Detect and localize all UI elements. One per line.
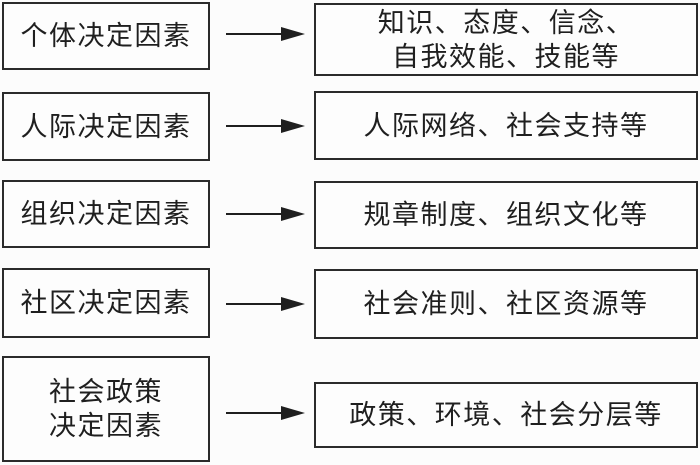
- box-label: 社会准则、社区资源等: [363, 289, 649, 319]
- box-label: 政策、环境、社会分层等: [349, 400, 663, 430]
- right-box-community-factors: 社会准则、社区资源等: [314, 269, 698, 339]
- box-label: 人际网络、社会支持等: [363, 110, 649, 141]
- box-label: 个体决定因素: [20, 21, 192, 51]
- arrow-shaft: [226, 303, 281, 305]
- arrow-head: [281, 406, 305, 420]
- box-label-line: 社会政策: [49, 377, 163, 407]
- arrow-shaft: [226, 412, 281, 414]
- box-label: 组织决定因素: [20, 199, 192, 229]
- right-arrow-icon: [226, 296, 305, 312]
- box-label-line: 知识、态度、信念、: [377, 7, 635, 38]
- right-arrow-icon: [226, 118, 305, 134]
- right-box-individual-factors: 知识、态度、信念、 自我效能、技能等: [314, 3, 698, 76]
- right-box-organizational-factors: 规章制度、组织文化等: [314, 181, 698, 249]
- left-box-individual: 个体决定因素: [2, 2, 210, 70]
- arrow-head: [281, 119, 305, 133]
- left-box-organizational: 组织决定因素: [2, 180, 210, 248]
- box-label: 人际决定因素: [20, 111, 192, 142]
- left-box-social-policy: 社会政策 决定因素: [2, 356, 210, 462]
- arrow-shaft: [226, 213, 281, 215]
- left-box-community: 社区决定因素: [2, 268, 210, 338]
- box-label: 规章制度、组织文化等: [363, 200, 649, 230]
- left-box-interpersonal: 人际决定因素: [2, 92, 210, 161]
- arrow-shaft: [226, 125, 281, 127]
- right-box-policy-factors: 政策、环境、社会分层等: [314, 382, 698, 448]
- box-label-line: 决定因素: [49, 411, 163, 441]
- box-label: 社区决定因素: [20, 288, 192, 318]
- right-arrow-icon: [226, 206, 305, 222]
- right-box-interpersonal-factors: 人际网络、社会支持等: [314, 91, 698, 160]
- arrow-head: [281, 297, 305, 311]
- arrow-head: [281, 207, 305, 221]
- arrow-shaft: [226, 33, 281, 35]
- right-arrow-icon: [226, 405, 305, 421]
- arrow-head: [281, 27, 305, 41]
- box-label-line: 自我效能、技能等: [392, 41, 620, 72]
- right-arrow-icon: [226, 26, 305, 42]
